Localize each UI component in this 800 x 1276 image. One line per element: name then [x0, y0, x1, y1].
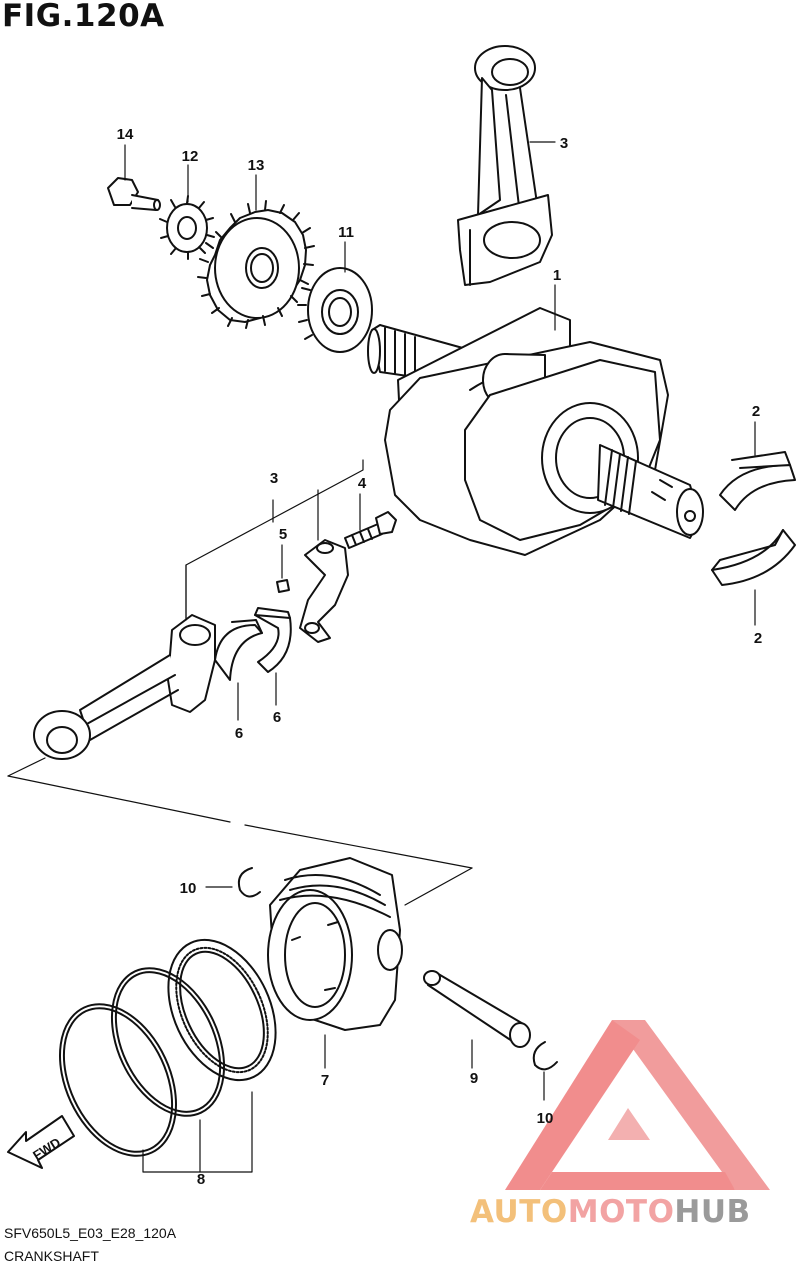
primary-drive-gear [197, 200, 315, 329]
watermark-text: AUTOMOTOHUB [470, 1194, 751, 1230]
watermark-auto: AUTO [470, 1194, 568, 1230]
piston [267, 857, 403, 1031]
flange-bolt [107, 177, 161, 211]
callout-6-right: 6 [273, 709, 281, 726]
circlip-lower [532, 1041, 558, 1071]
balancer-gear-washer [297, 267, 373, 353]
callout-1: 1 [553, 267, 561, 284]
callout-2-lower: 2 [754, 630, 762, 647]
callout-7: 7 [321, 1072, 329, 1089]
callout-3-lower: 3 [270, 470, 278, 487]
conrod-bearing-lower [254, 607, 292, 673]
callout-4: 4 [358, 475, 367, 492]
crank-sprocket [159, 195, 215, 260]
callout-10-lower: 10 [537, 1110, 554, 1127]
callout-11: 11 [338, 224, 354, 241]
callout-8: 8 [197, 1171, 205, 1188]
callout-5: 5 [279, 526, 287, 543]
connecting-rod-lower [33, 614, 216, 760]
callout-2-upper: 2 [752, 403, 760, 420]
fwd-arrow-icon [7, 1115, 75, 1169]
piston-ring-2 [110, 967, 226, 1117]
circlip-upper [237, 867, 261, 898]
conrod-bearing-upper [214, 619, 263, 681]
watermark-moto: MOTO [567, 1194, 675, 1230]
crankshaft [367, 307, 704, 556]
connecting-rod-upper [457, 45, 553, 286]
section-name: CRANKSHAFT [4, 1248, 99, 1264]
callout-6-left: 6 [235, 725, 243, 742]
callout-10-upper: 10 [180, 880, 197, 897]
watermark-hub: HUB [674, 1194, 751, 1230]
assembly-lines [7, 141, 756, 1173]
callout-12: 12 [182, 148, 199, 165]
conrod-cap [299, 539, 349, 643]
piston-ring-1 [58, 1003, 178, 1157]
callout-3-upper: 3 [560, 135, 568, 152]
dowel-pin [276, 579, 290, 593]
watermark-logo [505, 1020, 770, 1190]
figure-title: FIG.120A [2, 0, 165, 34]
callout-14: 14 [117, 126, 134, 143]
piston-pin [423, 970, 531, 1048]
callout-13: 13 [248, 157, 265, 174]
conrod-bolt [344, 511, 397, 549]
main-bearing-upper [719, 451, 796, 511]
main-bearing-lower [711, 529, 796, 586]
callout-9: 9 [470, 1070, 478, 1087]
piston-ring-oil [167, 938, 277, 1082]
figure-code: SFV650L5_E03_E28_120A [4, 1225, 177, 1241]
